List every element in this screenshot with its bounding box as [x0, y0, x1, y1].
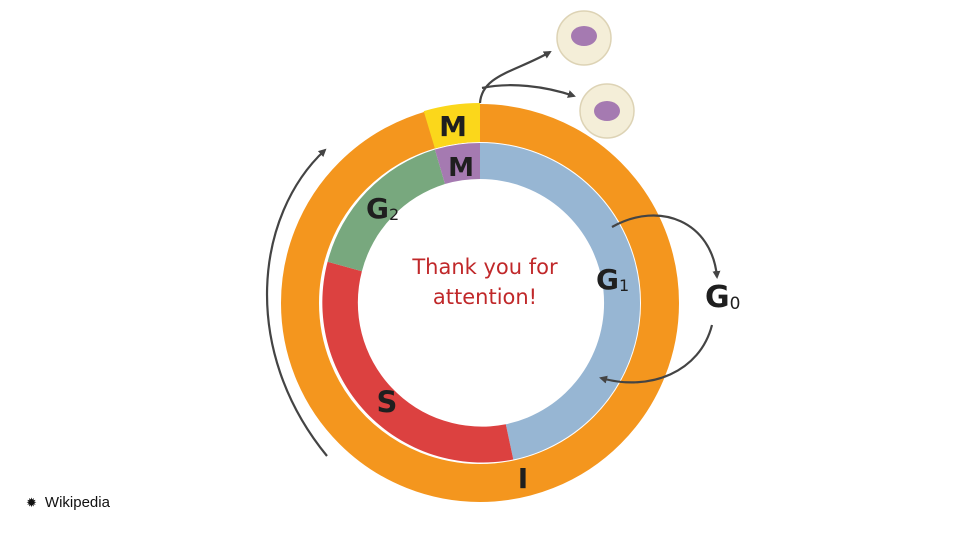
daughter-cell-arrow-bottom: [482, 85, 574, 96]
outer-mitosis-label: M: [439, 110, 467, 143]
inner-mitosis-label: M: [448, 153, 474, 183]
g0-letter: G: [705, 280, 730, 315]
g1-letter: G: [596, 263, 619, 296]
source-note: ✹ Wikipedia: [26, 494, 110, 511]
center-message-line2: attention!: [395, 282, 575, 312]
g1-subscript: 1: [619, 276, 629, 295]
g0-label: G0: [705, 280, 740, 315]
cell-nucleus-icon: [571, 26, 597, 46]
interphase-label: I: [518, 462, 528, 495]
daughter-cell-1: [557, 11, 611, 65]
s-label: S: [377, 385, 398, 419]
g0-subscript: 0: [730, 294, 741, 314]
daughter-cell-2: [580, 84, 634, 138]
g2-subscript: 2: [389, 205, 399, 224]
cell-nucleus-icon: [594, 101, 620, 121]
center-message: Thank you for attention!: [395, 252, 575, 312]
center-message-line1: Thank you for: [395, 252, 575, 282]
g2-letter: G: [366, 192, 389, 225]
source-text: Wikipedia: [45, 494, 110, 511]
bullet-icon: ✹: [26, 496, 37, 509]
daughter-cell-arrow-top: [480, 52, 550, 103]
